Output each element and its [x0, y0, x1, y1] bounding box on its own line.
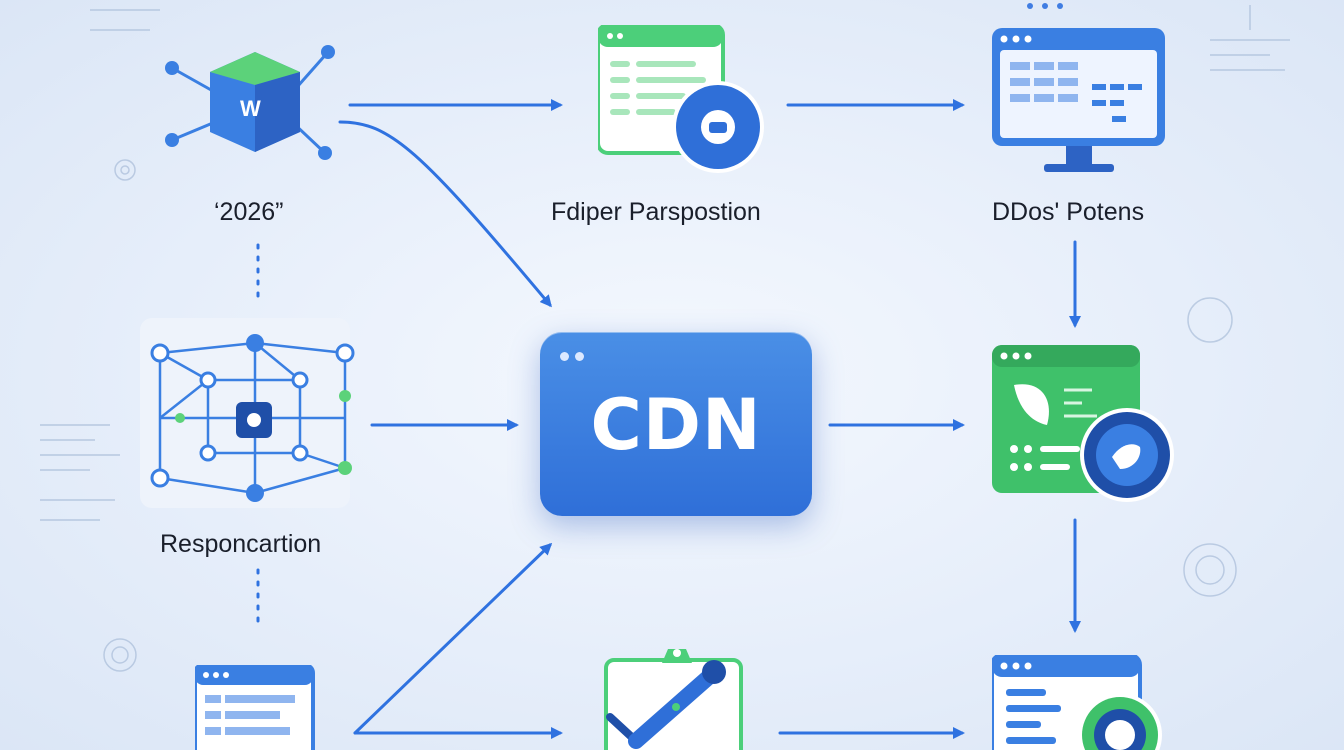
green-panel-badge-icon	[992, 345, 1174, 502]
browser-window-icon	[195, 665, 315, 750]
monitor-dashboard-icon	[992, 28, 1165, 172]
arrow-top-left-to-cdn	[338, 120, 552, 308]
top-right-label: DDos' Potens	[992, 198, 1145, 226]
year-label: ‘2026”	[214, 198, 284, 226]
dashboard-chart-icon	[992, 655, 1162, 750]
svg-text:W: W	[240, 96, 261, 121]
left-middle-label: Responcartion	[160, 530, 322, 558]
cdn-box: CDN	[540, 332, 812, 516]
cdn-label: CDN	[590, 384, 762, 466]
network-graph-icon	[140, 318, 355, 508]
arrow-bottom-left-to-cdn	[353, 542, 553, 735]
webpage-lock-icon	[598, 25, 764, 173]
window-dots	[560, 348, 590, 366]
hexagon-network-icon: W	[165, 45, 335, 160]
clipboard-wrench-icon	[604, 649, 743, 750]
top-middle-label: Fdiper Parspostion	[551, 198, 761, 226]
